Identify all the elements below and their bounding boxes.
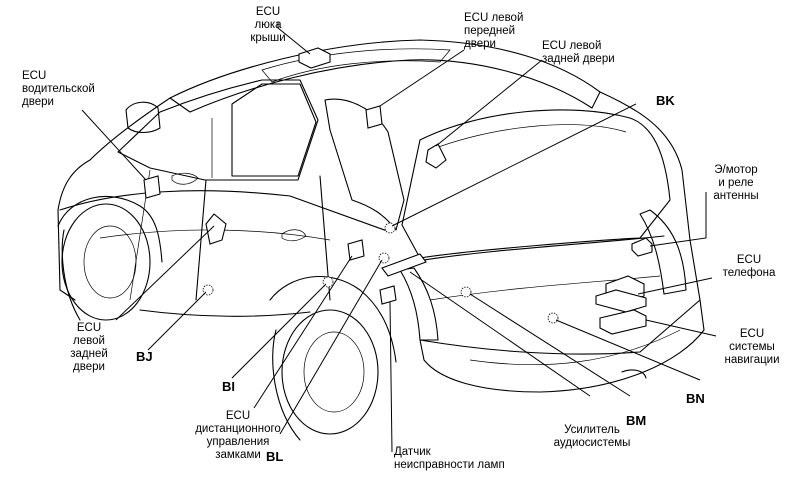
label-remote-lock-ecu: ECU дистанционного управления замками (195, 410, 281, 461)
lamp-sensor-icon (379, 285, 397, 305)
driver-door-ecu-icon (143, 175, 161, 199)
nav-ecu-icon (599, 309, 647, 335)
component-boxes (143, 47, 653, 335)
label-antenna-motor: Э/мотор и реле антенны (713, 164, 759, 202)
front-left-door-ecu-icon (365, 105, 383, 129)
label-bl: BL (266, 449, 284, 464)
label-driver-door-ecu: ECU водительской двери (22, 70, 95, 108)
phone-ecu-base-icon (595, 289, 647, 313)
label-audio-amp: Усилитель аудиосистемы (553, 424, 631, 449)
label-bi: BI (222, 379, 235, 394)
label-bj: BJ (136, 349, 153, 364)
connector-dot-icon (378, 252, 390, 264)
rear-left-door-ecu-top-icon (425, 143, 447, 169)
connector-dot-icon (547, 312, 559, 324)
connector-dots (202, 222, 559, 324)
label-nav-ecu: ECU системы навигации (724, 328, 780, 366)
remote-lock-ecu-icon (347, 239, 365, 261)
label-lamp-sensor: Датчик неисправности ламп (394, 446, 505, 471)
label-bk: BK (656, 93, 675, 108)
antenna-motor-icon (631, 237, 653, 257)
label-front-left-door-ecu: ECU левой передней двери (464, 12, 524, 50)
roof-ecu-icon (298, 47, 331, 69)
label-rear-left-door-ecu-top: ECU левой задней двери (542, 40, 615, 65)
label-roof-ecu: ECU люка крыши (250, 6, 286, 44)
label-phone-ecu: ECU телефона (722, 254, 776, 279)
car-outline (57, 39, 705, 441)
connector-dot-icon (384, 222, 396, 234)
leader-lines (81, 22, 717, 453)
rear-left-door-ecu-icon (205, 213, 227, 245)
label-rear-left-door-ecu-bottom: ECU левой задней двери (70, 322, 108, 373)
label-bm: BM (626, 413, 647, 428)
connector-dot-icon (460, 286, 472, 298)
audio-amp-icon (381, 253, 427, 277)
label-bn: BN (686, 391, 705, 406)
